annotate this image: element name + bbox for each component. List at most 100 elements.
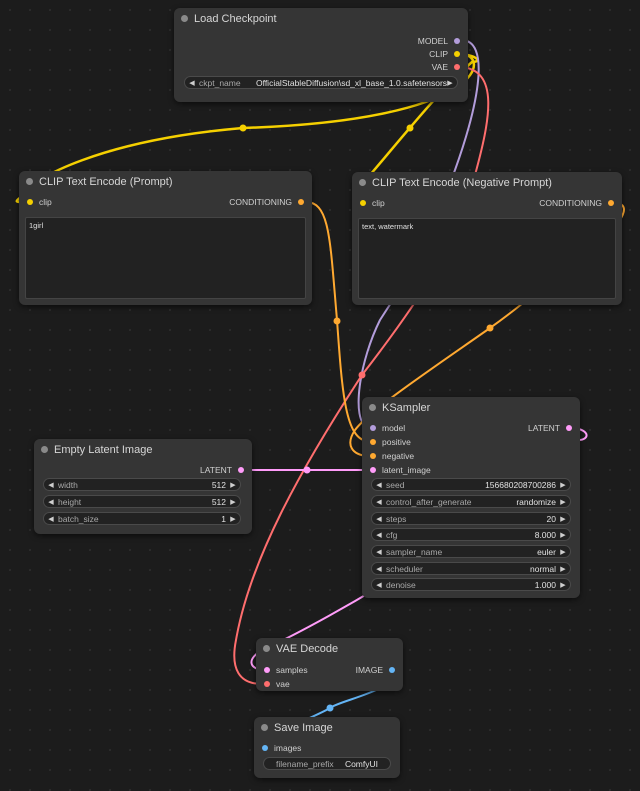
arrow-left-icon[interactable]: ◀: [376, 549, 382, 556]
output-conditioning[interactable]: CONDITIONING: [229, 196, 304, 208]
arrow-right-icon[interactable]: ▶: [560, 532, 566, 539]
arrow-left-icon[interactable]: ◀: [48, 516, 54, 523]
arrow-left-icon[interactable]: ◀: [48, 499, 54, 506]
output-label: LATENT: [200, 465, 232, 475]
seed-widget[interactable]: ◀ seed 156680208700286 ▶: [371, 478, 571, 491]
steps-widget[interactable]: ◀ steps 20 ▶: [371, 512, 571, 525]
arrow-left-icon[interactable]: ◀: [189, 80, 195, 87]
denoise-widget[interactable]: ◀ denoise 1.000 ▶: [371, 578, 571, 591]
collapse-dot-icon[interactable]: [359, 179, 366, 186]
node-title[interactable]: Save Image: [254, 717, 400, 739]
output-latent[interactable]: LATENT: [528, 422, 572, 434]
arrow-right-icon[interactable]: ▶: [230, 482, 236, 489]
arrow-right-icon[interactable]: ▶: [560, 582, 566, 589]
widget-label: seed: [386, 480, 405, 490]
collapse-dot-icon[interactable]: [263, 645, 270, 652]
arrow-left-icon[interactable]: ◀: [376, 516, 382, 523]
slot-dot-icon[interactable]: [566, 425, 572, 431]
widget-value: ComfyUI: [344, 759, 378, 769]
node-title[interactable]: Load Checkpoint: [174, 8, 468, 30]
slot-dot-icon[interactable]: [370, 425, 376, 431]
collapse-dot-icon[interactable]: [261, 724, 268, 731]
node-title-text: Save Image: [274, 722, 333, 734]
scheduler-widget[interactable]: ◀ scheduler normal ▶: [371, 562, 571, 575]
collapse-dot-icon[interactable]: [26, 178, 33, 185]
widget-label: sampler_name: [386, 547, 443, 557]
slot-dot-icon[interactable]: [264, 681, 270, 687]
collapse-dot-icon[interactable]: [369, 404, 376, 411]
slot-dot-icon[interactable]: [262, 745, 268, 751]
width-widget[interactable]: ◀ width 512 ▶: [43, 478, 241, 491]
node-title[interactable]: VAE Decode: [256, 638, 403, 660]
slot-dot-icon[interactable]: [454, 38, 460, 44]
output-model[interactable]: MODEL: [418, 35, 460, 47]
input-model[interactable]: model: [370, 422, 405, 434]
arrow-right-icon[interactable]: ▶: [560, 499, 566, 506]
slot-dot-icon[interactable]: [298, 199, 304, 205]
node-title[interactable]: Empty Latent Image: [34, 439, 252, 461]
slot-dot-icon[interactable]: [454, 51, 460, 57]
arrow-right-icon[interactable]: ▶: [447, 80, 453, 87]
vae-decode-node[interactable]: VAE Decode samples vae IMAGE: [256, 638, 403, 691]
arrow-left-icon[interactable]: ◀: [376, 482, 382, 489]
input-latent-image[interactable]: latent_image: [370, 464, 431, 476]
node-title[interactable]: CLIP Text Encode (Negative Prompt): [352, 172, 622, 194]
control-after-generate-widget[interactable]: ◀ control_after_generate randomize ▶: [371, 495, 571, 508]
widget-value: 512: [211, 497, 226, 507]
slot-dot-icon[interactable]: [608, 200, 614, 206]
collapse-dot-icon[interactable]: [181, 15, 188, 22]
arrow-right-icon[interactable]: ▶: [560, 566, 566, 573]
arrow-left-icon[interactable]: ◀: [376, 582, 382, 589]
node-title[interactable]: CLIP Text Encode (Prompt): [19, 171, 312, 193]
slot-dot-icon[interactable]: [389, 667, 395, 673]
arrow-left-icon[interactable]: ◀: [376, 566, 382, 573]
input-clip[interactable]: clip: [27, 196, 52, 208]
slot-dot-icon[interactable]: [370, 453, 376, 459]
slot-dot-icon[interactable]: [238, 467, 244, 473]
arrow-right-icon[interactable]: ▶: [230, 516, 236, 523]
input-samples[interactable]: samples: [264, 664, 308, 676]
slot-dot-icon[interactable]: [27, 199, 33, 205]
output-conditioning[interactable]: CONDITIONING: [539, 197, 614, 209]
output-label: CLIP: [429, 49, 448, 59]
input-label: negative: [382, 451, 415, 461]
arrow-right-icon[interactable]: ▶: [560, 549, 566, 556]
cfg-widget[interactable]: ◀ cfg 8.000 ▶: [371, 528, 571, 541]
arrow-right-icon[interactable]: ▶: [560, 482, 566, 489]
input-clip[interactable]: clip: [360, 197, 385, 209]
slot-dot-icon[interactable]: [360, 200, 366, 206]
slot-dot-icon[interactable]: [454, 64, 460, 70]
arrow-right-icon[interactable]: ▶: [230, 499, 236, 506]
batch-size-widget[interactable]: ◀ batch_size 1 ▶: [43, 512, 241, 525]
ksampler-node[interactable]: KSampler model positive negative latent_…: [362, 397, 580, 598]
input-label: latent_image: [382, 465, 431, 475]
output-image[interactable]: IMAGE: [356, 664, 395, 676]
output-clip[interactable]: CLIP: [429, 48, 460, 60]
arrow-left-icon[interactable]: ◀: [376, 532, 382, 539]
save-image-node[interactable]: Save Image images filename_prefix ComfyU…: [254, 717, 400, 778]
input-vae[interactable]: vae: [264, 678, 290, 690]
height-widget[interactable]: ◀ height 512 ▶: [43, 495, 241, 508]
input-images[interactable]: images: [262, 742, 301, 754]
filename-prefix-widget[interactable]: filename_prefix ComfyUI: [263, 757, 391, 770]
input-negative[interactable]: negative: [370, 450, 414, 462]
load-checkpoint-node[interactable]: Load Checkpoint MODEL CLIP VAE ◀ ckpt_na…: [174, 8, 468, 102]
slot-dot-icon[interactable]: [370, 467, 376, 473]
collapse-dot-icon[interactable]: [41, 446, 48, 453]
prompt-textarea[interactable]: 1girl: [25, 217, 306, 299]
arrow-right-icon[interactable]: ▶: [560, 516, 566, 523]
arrow-left-icon[interactable]: ◀: [376, 499, 382, 506]
negative-prompt-textarea[interactable]: text, watermark: [358, 218, 616, 299]
node-title[interactable]: KSampler: [362, 397, 580, 419]
slot-dot-icon[interactable]: [264, 667, 270, 673]
ckpt-name-widget[interactable]: ◀ ckpt_name OfficialStableDiffusion\sd_x…: [184, 76, 458, 89]
slot-dot-icon[interactable]: [370, 439, 376, 445]
empty-latent-image-node[interactable]: Empty Latent Image LATENT ◀ width 512 ▶ …: [34, 439, 252, 534]
output-latent[interactable]: LATENT: [200, 464, 244, 476]
sampler-name-widget[interactable]: ◀ sampler_name euler ▶: [371, 545, 571, 558]
clip-text-encode-positive-node[interactable]: CLIP Text Encode (Prompt) clip CONDITION…: [19, 171, 312, 305]
clip-text-encode-negative-node[interactable]: CLIP Text Encode (Negative Prompt) clip …: [352, 172, 622, 305]
input-positive[interactable]: positive: [370, 436, 411, 448]
output-vae[interactable]: VAE: [432, 61, 460, 73]
arrow-left-icon[interactable]: ◀: [48, 482, 54, 489]
